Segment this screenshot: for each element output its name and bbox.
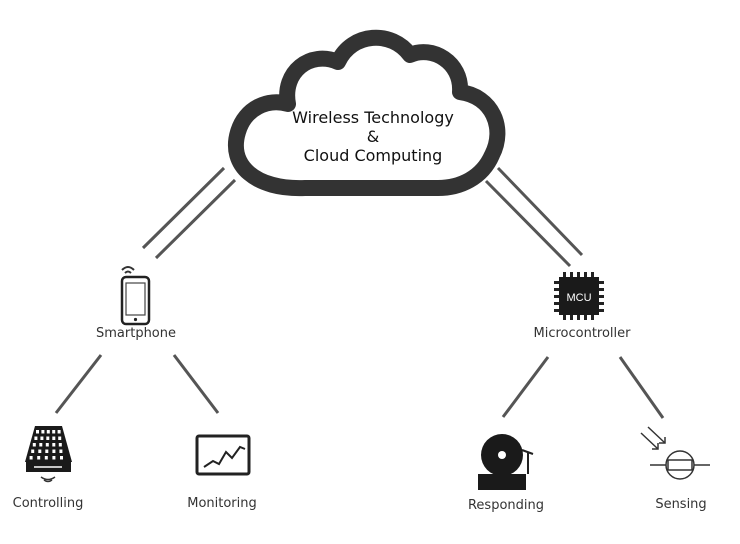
cloud-label-line2: &: [366, 127, 380, 146]
connector-smartphone-controlling: [54, 354, 103, 414]
keypad-key: [46, 430, 50, 434]
keypad-key: [45, 443, 49, 447]
keypad-key: [34, 436, 38, 440]
keypad-key: [41, 430, 45, 434]
keypad-key: [32, 443, 36, 447]
chip-icon: [554, 272, 604, 320]
keypad-key: [52, 449, 56, 453]
cloud-icon: [228, 29, 506, 197]
cloud-label: Wireless Technology & Cloud Computing: [292, 108, 454, 165]
connector-smartphone-monitoring: [172, 354, 220, 414]
keypad-key: [39, 443, 43, 447]
connector-mcu-responding: [501, 356, 550, 418]
keypad-remote-icon: [25, 426, 72, 483]
connector-leaves: [54, 354, 665, 419]
keypad-key: [46, 436, 50, 440]
connector-cloud-microcontroller: [484, 166, 584, 268]
keypad-key: [60, 456, 63, 460]
keypad-key: [57, 430, 61, 434]
connector-cloud-smartphone: [141, 166, 237, 260]
keypad-key: [40, 436, 44, 440]
cloud-label-line1: Wireless Technology: [292, 108, 454, 127]
keypad-key: [45, 449, 49, 453]
keypad-key: [52, 436, 56, 440]
chart-monitor-icon: [195, 434, 251, 476]
keypad-key: [58, 436, 62, 440]
smartphone-icon: [120, 266, 151, 326]
alarm-bell-icon: [478, 434, 534, 490]
keypad-key: [59, 449, 63, 453]
sensing-label: Sensing: [655, 497, 707, 512]
keypad-key: [52, 443, 56, 447]
keypad-key: [38, 449, 42, 453]
keypad-key: [58, 443, 62, 447]
cloud-label-line3: Cloud Computing: [303, 146, 443, 165]
responding-label: Responding: [467, 498, 545, 513]
keypad-key: [36, 430, 39, 434]
smartphone-label: Smartphone: [95, 326, 177, 341]
monitoring-label: Monitoring: [187, 496, 257, 511]
keypad-key: [44, 456, 48, 460]
keypad-key: [52, 456, 56, 460]
keypad-key: [37, 456, 41, 460]
light-sensor-icon: [640, 426, 710, 480]
microcontroller-label: Microcontroller: [533, 326, 631, 341]
keypad-key: [31, 449, 35, 453]
keypad-key: [52, 430, 56, 434]
mcu-chip-label: MCU: [566, 292, 591, 304]
keypad-key: [29, 456, 33, 460]
controlling-label: Controlling: [12, 496, 84, 511]
connector-mcu-sensing: [618, 356, 665, 419]
